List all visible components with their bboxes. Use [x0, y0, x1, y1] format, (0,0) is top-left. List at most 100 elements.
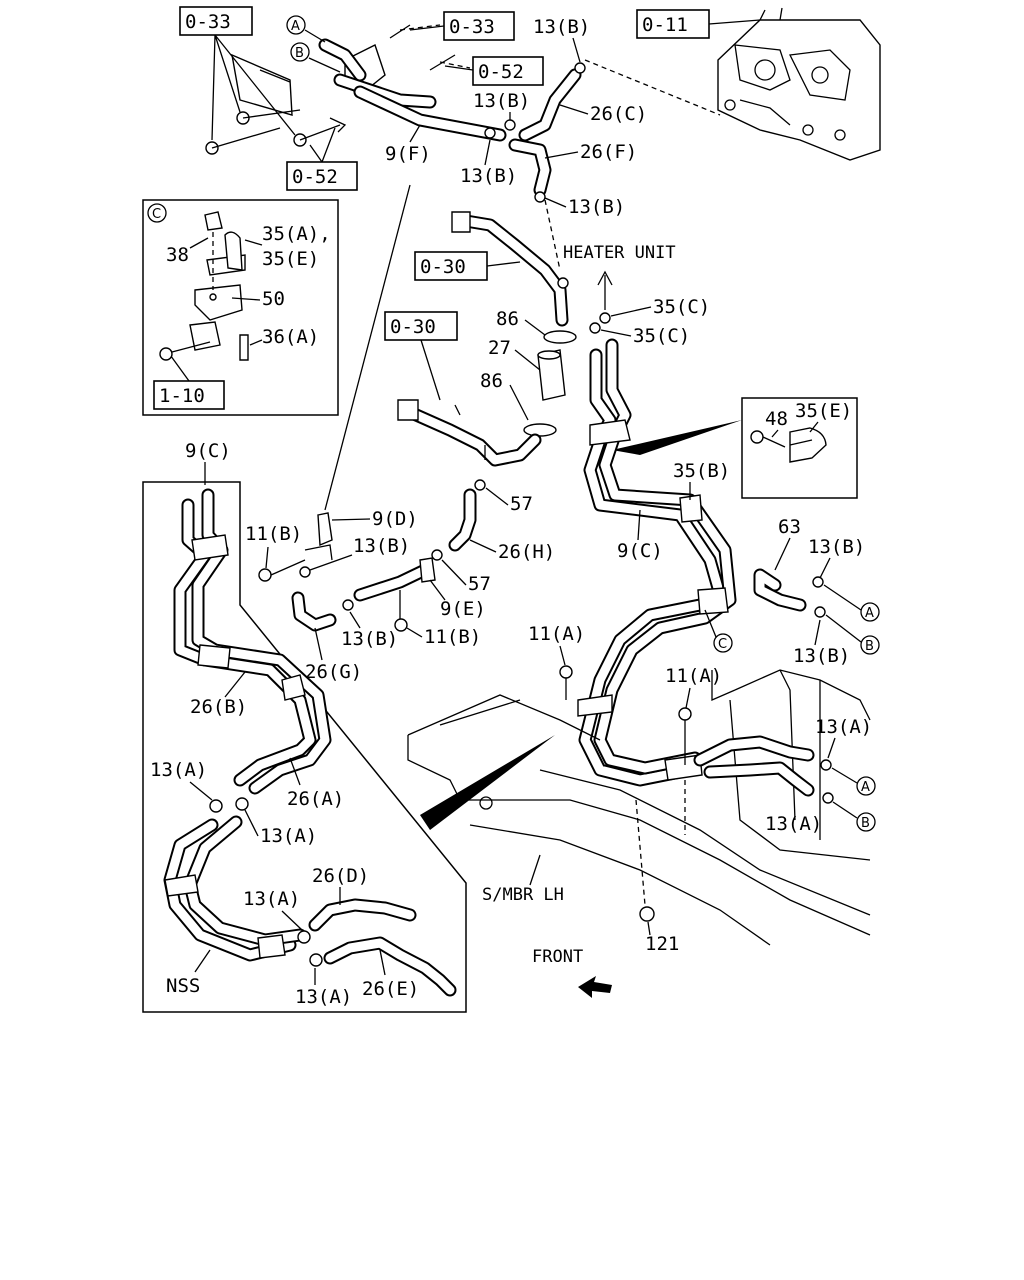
- label-35c-2: 35(C): [633, 325, 690, 347]
- callout-c-main: C: [713, 633, 733, 653]
- callout-b-63: B: [860, 635, 880, 655]
- clamp-86-lower: [523, 423, 557, 437]
- chassis-frame-drawing: [407, 669, 871, 946]
- label-35ae-line2: 35(E): [262, 248, 319, 270]
- label-26h: 26(H): [498, 541, 555, 563]
- label-26d: 26(D): [312, 865, 369, 887]
- label-front: FRONT: [532, 947, 583, 967]
- label-11b-1: 11(B): [245, 523, 302, 545]
- callout-b-top: B: [290, 42, 310, 62]
- ref-box-0-52-bottom: [286, 161, 358, 191]
- ref-box-0-11: [636, 9, 710, 39]
- label-35b: 35(B): [673, 460, 730, 482]
- bolt-11a-1: [559, 665, 573, 679]
- label-57-2: 57: [468, 573, 491, 595]
- label-26f: 26(F): [580, 141, 637, 163]
- hose-outlets-right: [693, 735, 834, 804]
- pipe-9d-9e-assembly: [258, 479, 486, 632]
- svg-text:B: B: [295, 46, 304, 61]
- hose-26g: [291, 591, 337, 632]
- ref-0-30-lower: 0-30: [390, 316, 436, 338]
- label-35ae-line1: 35(A),: [262, 223, 331, 245]
- ref-box-0-33-left: [179, 6, 253, 36]
- nut-121: [639, 906, 655, 922]
- upper-bracket-assembly: [205, 24, 507, 155]
- hose-0-30-lower: [397, 399, 542, 467]
- label-11a-2: 11(A): [665, 665, 722, 687]
- bolt-48-clamp-35e: [750, 427, 827, 463]
- hose-26d: [308, 898, 417, 932]
- hose-26c-26f: [484, 59, 721, 203]
- hose-bundle-9c: [577, 338, 737, 787]
- clamp-35c-2: [589, 322, 601, 334]
- svg-text:B: B: [865, 639, 874, 654]
- label-nss: NSS: [166, 975, 200, 997]
- ref-box-0-52-top: [472, 56, 544, 86]
- label-50: 50: [262, 288, 285, 310]
- label-35e: 35(E): [795, 400, 852, 422]
- callout-b-right: B: [856, 812, 876, 832]
- ref-1-10: 1-10: [159, 385, 205, 407]
- front-arrow-icon: [578, 976, 612, 998]
- hose-26e: [323, 936, 457, 997]
- label-13a-2: 13(A): [765, 813, 822, 835]
- ref-0-52-bottom: 0-52: [292, 166, 338, 188]
- label-13b-7: 13(B): [808, 536, 865, 558]
- label-27: 27: [488, 337, 511, 359]
- callout-a-top: A: [286, 15, 306, 35]
- label-48: 48: [765, 408, 788, 430]
- callout-a-right: A: [856, 776, 876, 796]
- label-13b-3: 13(B): [460, 165, 517, 187]
- label-63: 63: [778, 516, 801, 538]
- hose-26h: [448, 488, 477, 552]
- detail-48-frame: [741, 397, 858, 499]
- label-36a: 36(A): [262, 326, 319, 348]
- ref-box-0-33-right: [443, 11, 515, 41]
- label-35c-1: 35(C): [653, 296, 710, 318]
- label-38: 38: [166, 244, 189, 266]
- detail-pointer-left: [420, 735, 555, 830]
- hose-63: [753, 568, 826, 618]
- label-13b-4: 13(B): [568, 196, 625, 218]
- ref-0-33-left: 0-33: [185, 11, 231, 33]
- svg-text:A: A: [865, 606, 874, 621]
- label-26c: 26(C): [590, 103, 647, 125]
- svg-text:C: C: [718, 637, 727, 652]
- label-121: 121: [645, 933, 679, 955]
- label-26e: 26(E): [362, 978, 419, 1000]
- clamp-86-upper: [543, 330, 577, 344]
- label-26a: 26(A): [287, 788, 344, 810]
- label-26g: 26(G): [305, 661, 362, 683]
- label-86-lower: 86: [480, 370, 503, 392]
- ref-0-33-right: 0-33: [449, 16, 495, 38]
- hose-27: [537, 349, 566, 401]
- label-13b-6: 13(B): [341, 628, 398, 650]
- engine-block-drawing: [717, 7, 881, 161]
- label-9e: 9(E): [440, 598, 486, 620]
- clamp-bracket-drawing: [159, 211, 249, 361]
- bolt-11a-2: [678, 707, 692, 721]
- nss-detail-frame: [142, 481, 467, 1013]
- nss-hose-bundle: [163, 488, 332, 967]
- label-26b: 26(B): [190, 696, 247, 718]
- svg-text:A: A: [861, 780, 870, 795]
- svg-text:A: A: [291, 19, 300, 34]
- ref-0-52-top: 0-52: [478, 61, 524, 83]
- label-11a-1: 11(A): [528, 623, 585, 645]
- ref-0-30-upper: 0-30: [420, 256, 466, 278]
- label-13b-8: 13(B): [793, 645, 850, 667]
- label-heater-unit: HEATER UNIT: [563, 243, 676, 263]
- ref-box-1-10: [153, 380, 225, 410]
- label-13a-3: 13(A): [150, 759, 207, 781]
- label-11b-2: 11(B): [424, 626, 481, 648]
- label-13a-4: 13(A): [260, 825, 317, 847]
- label-smbr-lh: S/MBR LH: [482, 885, 564, 905]
- svg-text:B: B: [861, 816, 870, 831]
- label-57-1: 57: [510, 493, 533, 515]
- label-13b-5: 13(B): [353, 535, 410, 557]
- detail-c-frame: [142, 199, 339, 416]
- label-13a-6: 13(A): [295, 986, 352, 1008]
- label-86-upper: 86: [496, 308, 519, 330]
- ref-0-11: 0-11: [642, 14, 688, 36]
